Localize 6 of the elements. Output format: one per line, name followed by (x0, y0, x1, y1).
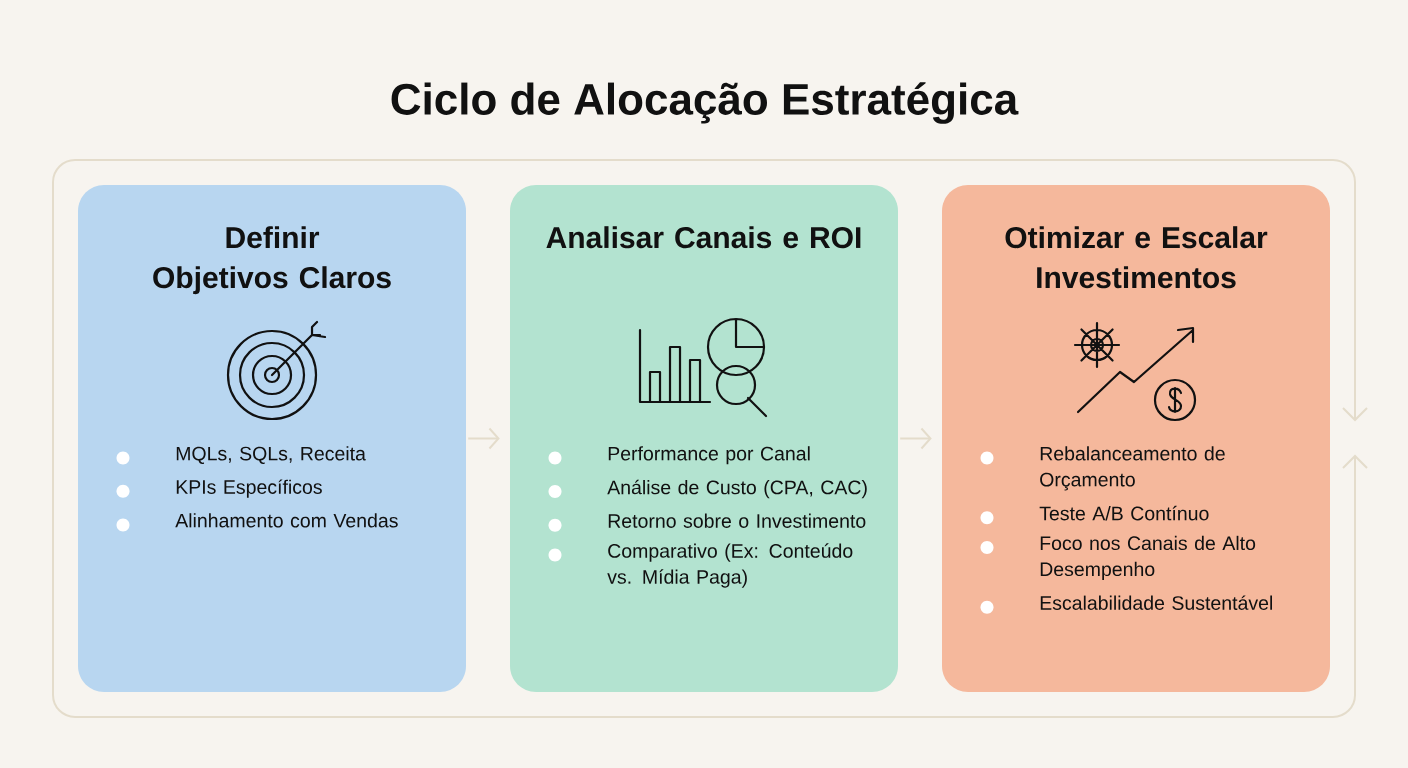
step-card: Definir Objetivos Claros MQLs, SQLs, Receita KPIs Específicos Alinhamento com Vendas (78, 185, 466, 692)
title: Ciclo de Alocação Estratégica (391, 82, 1019, 124)
arrow (899, 427, 932, 450)
step-card: Otimizar e Escalar Investimentos Rebalanceamento de Orçamento Teste A/B Contínuo Foco nos Canais de Alto Desempenho Escalabilidade Sustentável (942, 185, 1330, 692)
arrow (467, 427, 500, 450)
step-card: Analisar Canais e ROI Performance por Canal Análise de Custo (CPA, CAC) Retorno sobre o Investimento Comparativo (Ex: Conteúdo vs. Mídia Paga) (510, 185, 898, 692)
